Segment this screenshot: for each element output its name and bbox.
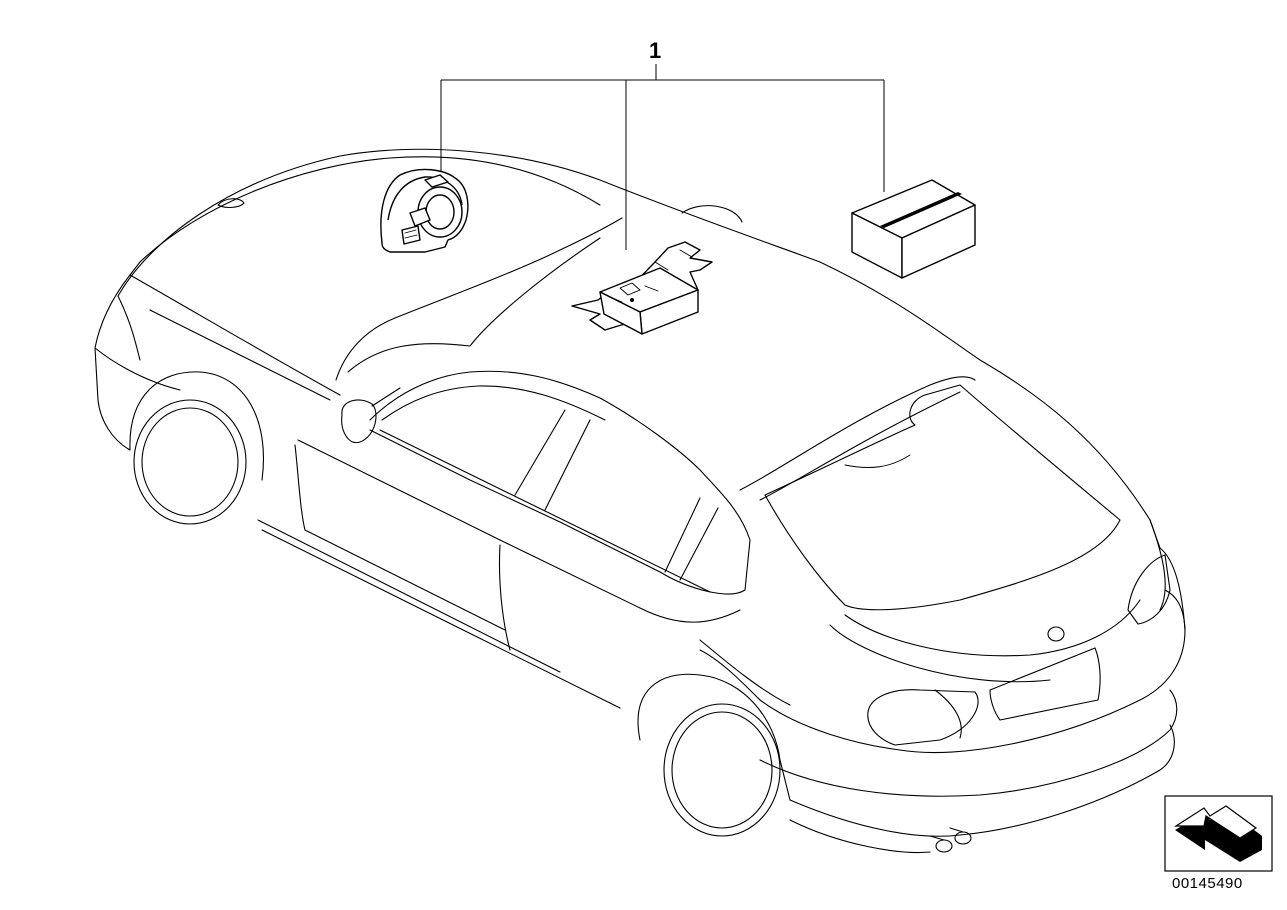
alarm-control-module-icon	[571, 241, 713, 335]
callout-leader-lines	[440, 64, 885, 250]
callout-number-label: 1	[649, 38, 661, 63]
alarm-siren-icon	[380, 168, 469, 253]
view-direction-arrow-icon	[1164, 795, 1273, 872]
car-outline-icon	[94, 148, 1186, 854]
reference-number-label: 00145490	[1172, 875, 1243, 892]
installation-kit-box-icon	[851, 179, 976, 279]
